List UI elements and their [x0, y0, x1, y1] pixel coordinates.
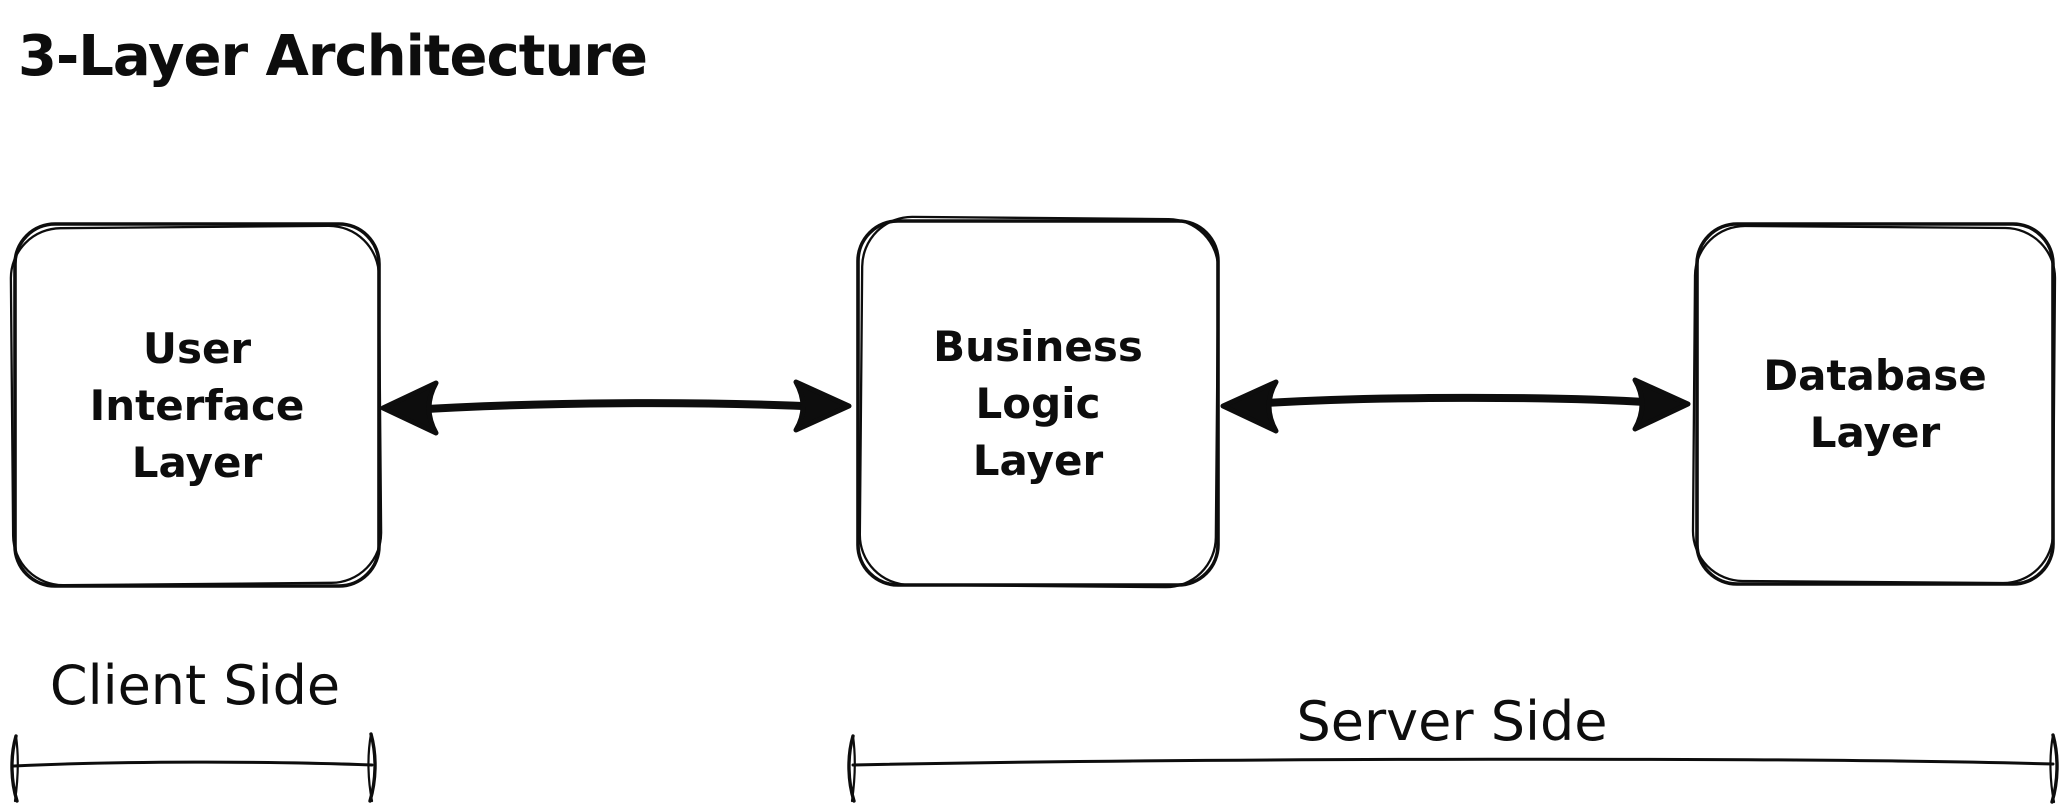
client-side-label: Client Side: [49, 654, 341, 717]
server-side-label: Server Side: [1296, 690, 1608, 753]
box-label-user-interface: User Interface Layer: [89, 323, 305, 487]
box-border-user-interface: [9, 222, 383, 588]
diagram-title: 3-Layer Architecture: [18, 24, 648, 89]
arrow-business-to-database: [1220, 377, 1691, 434]
box-label-database: Database Layer: [1763, 351, 1987, 457]
client-side-bracket: [10, 732, 377, 803]
box-label-business-logic: Business Logic Layer: [933, 321, 1143, 485]
box-border-database: [1691, 222, 2057, 586]
arrow-ui-to-business: [380, 379, 852, 436]
server-side-bracket: [847, 733, 2059, 804]
box-border-business-logic: [856, 215, 1220, 589]
